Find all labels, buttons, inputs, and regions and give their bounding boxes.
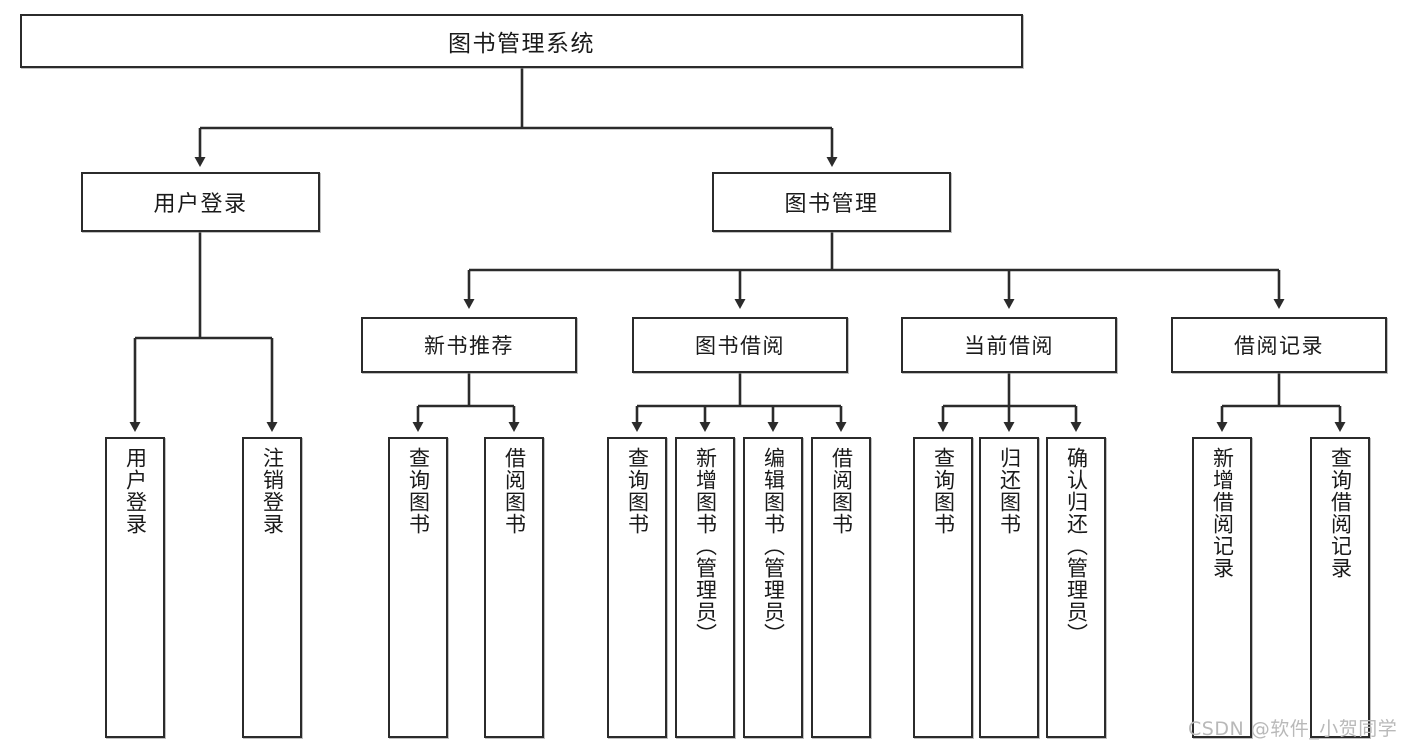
node-borrow-record-label: 借阅记录 (1234, 334, 1324, 358)
leaf-borrow-edit-book[interactable]: 编辑图书（管理员） (743, 437, 803, 738)
leaf-borrow-borrow-book[interactable]: 借阅图书 (811, 437, 871, 738)
leaf-label: 用户登录 (123, 447, 148, 535)
leaf-label: 借阅图书 (502, 447, 527, 535)
leaf-label: 归还图书 (997, 447, 1022, 535)
node-book-management-label: 图书管理 (784, 192, 879, 217)
leaf-user-login-logout[interactable]: 注销登录 (242, 437, 302, 738)
leaf-label: 新增图书（管理员） (693, 447, 718, 645)
leaf-borrow-add-book[interactable]: 新增图书（管理员） (675, 437, 735, 738)
node-book-borrow-label: 图书借阅 (695, 334, 785, 358)
csdn-watermark: CSDN @软件_小贺同学 (1188, 718, 1398, 740)
node-user-login-label: 用户登录 (153, 192, 248, 217)
leaf-recommend-borrow-book[interactable]: 借阅图书 (484, 437, 544, 738)
node-new-book-recommend-label: 新书推荐 (424, 334, 514, 358)
leaf-recommend-query-book[interactable]: 查询图书 (388, 437, 448, 738)
leaf-label: 查询图书 (931, 447, 956, 535)
leaf-label: 查询图书 (625, 447, 650, 535)
leaf-user-login-login[interactable]: 用户登录 (105, 437, 165, 738)
leaf-label: 确认归还（管理员） (1064, 447, 1089, 645)
leaf-borrow-query-book[interactable]: 查询图书 (607, 437, 667, 738)
leaf-current-query-book[interactable]: 查询图书 (913, 437, 973, 738)
leaf-record-query-record[interactable]: 查询借阅记录 (1310, 437, 1370, 738)
node-root[interactable]: 图书管理系统 (20, 14, 1023, 68)
leaf-label: 借阅图书 (829, 447, 854, 535)
leaf-current-confirm-return[interactable]: 确认归还（管理员） (1046, 437, 1106, 738)
node-current-borrow-label: 当前借阅 (964, 334, 1054, 358)
node-current-borrow[interactable]: 当前借阅 (901, 317, 1117, 373)
leaf-label: 查询图书 (406, 447, 431, 535)
leaf-label: 注销登录 (260, 447, 285, 535)
node-book-borrow[interactable]: 图书借阅 (632, 317, 848, 373)
leaf-label: 编辑图书（管理员） (761, 447, 786, 645)
leaf-label: 查询借阅记录 (1328, 447, 1353, 579)
node-new-book-recommend[interactable]: 新书推荐 (361, 317, 577, 373)
node-borrow-record[interactable]: 借阅记录 (1171, 317, 1387, 373)
leaf-label: 新增借阅记录 (1210, 447, 1235, 579)
node-user-login[interactable]: 用户登录 (81, 172, 320, 232)
leaf-current-return-book[interactable]: 归还图书 (979, 437, 1039, 738)
node-root-label: 图书管理系统 (448, 31, 595, 57)
leaf-record-add-record[interactable]: 新增借阅记录 (1192, 437, 1252, 738)
node-book-management[interactable]: 图书管理 (712, 172, 951, 232)
